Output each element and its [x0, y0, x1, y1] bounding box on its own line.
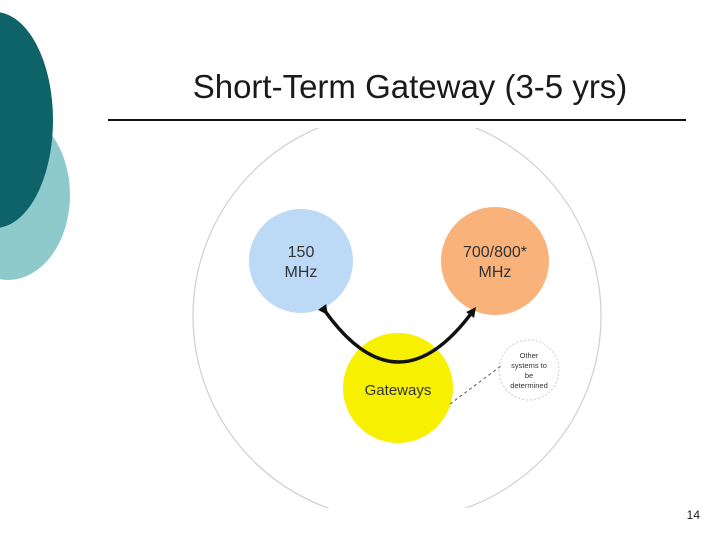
node-700mhz-label-line1: 700/800*	[463, 244, 527, 261]
node-other-line3: be	[525, 371, 533, 380]
node-150mhz-circle	[249, 209, 353, 313]
node-other-line2: systems to	[511, 361, 547, 370]
gateway-diagram: 150 MHz 700/800* MHz Gateways Other syst…	[192, 128, 602, 508]
node-150mhz-label-line1: 150	[288, 244, 315, 261]
node-other-line1: Other	[520, 351, 539, 360]
node-other-systems-circle	[498, 339, 560, 401]
connection-arrow	[318, 304, 476, 364]
slide-number: 14	[686, 508, 700, 522]
node-700mhz-label-line2: MHz	[479, 264, 512, 281]
slide-title: Short-Term Gateway (3-5 yrs)	[192, 68, 628, 105]
node-gateways-label: Gateways	[365, 382, 432, 399]
node-other-line4: determined	[510, 381, 548, 390]
dashed-connector	[449, 365, 502, 405]
node-150mhz-label-line2: MHz	[285, 264, 318, 281]
title-underline	[108, 119, 686, 121]
outer-boundary-circle	[192, 128, 602, 508]
node-700mhz-circle	[441, 207, 549, 315]
corner-decoration	[0, 12, 70, 280]
decor-dark-circle	[0, 12, 53, 228]
node-gateways-circle	[343, 333, 453, 443]
